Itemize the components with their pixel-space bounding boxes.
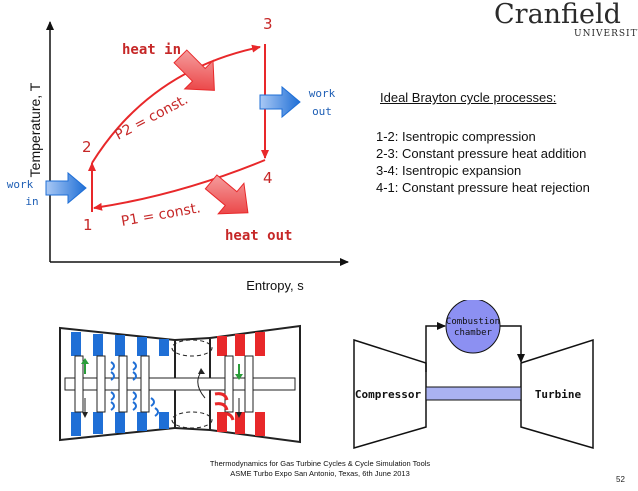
point-3-label: 3 xyxy=(263,15,273,33)
y-axis-label: Temperature, T xyxy=(27,82,43,177)
cranfield-logo-subtitle: UNIVERSITY xyxy=(574,29,638,39)
process-item: 1-2: Isentropic compression xyxy=(376,129,536,144)
work-in-arrow-icon xyxy=(45,171,87,205)
chamber-to-turbine-arrow xyxy=(500,325,525,363)
isobar-p1-label: P1 = const. xyxy=(120,200,202,230)
work-in-label-line1: work xyxy=(7,178,34,191)
turbine-flow-arrows xyxy=(235,364,243,418)
point-2-label: 2 xyxy=(82,138,92,156)
footer-line2: ASME Turbo Expo San Antonio, Texas, 6th … xyxy=(230,469,410,478)
cranfield-logo: Cranfield xyxy=(494,0,621,30)
work-out-arrow-icon xyxy=(259,85,301,119)
x-axis-label: Entropy, s xyxy=(246,278,304,293)
process-4-1-line xyxy=(93,159,266,211)
shaft-bar xyxy=(425,386,522,401)
turbine-shape xyxy=(520,338,594,449)
page-number: 52 xyxy=(616,475,625,484)
work-in-label-line2: in xyxy=(25,195,38,208)
process-2-3-line xyxy=(91,44,261,164)
heat-out-label: heat out xyxy=(225,228,292,244)
combustor-bottom xyxy=(171,411,213,429)
point-4-label: 4 xyxy=(263,169,273,187)
processes-list: 1-2: Isentropic compression 2-3: Constan… xyxy=(376,128,590,196)
heat-out-arrow-icon xyxy=(204,174,249,215)
compressor-shape xyxy=(353,338,427,449)
processes-title: Ideal Brayton cycle processes: xyxy=(380,90,557,105)
process-item: 2-3: Constant pressure heat addition xyxy=(376,146,587,161)
turbomachine-illustration xyxy=(59,324,301,444)
point-1-label: 1 xyxy=(83,216,93,234)
work-out-label-line1: work xyxy=(309,87,336,100)
compressor-blades xyxy=(71,332,169,436)
footer: Thermodynamics for Gas Turbine Cycles & … xyxy=(160,459,480,479)
heat-in-arrow-icon xyxy=(173,49,215,91)
combustion-chamber-label-line1: Combustion xyxy=(446,317,500,327)
combustion-chamber-label-line2: chamber xyxy=(454,328,493,338)
compressor-label: Compressor xyxy=(355,388,422,401)
work-out-label-line2: out xyxy=(312,105,332,118)
compressor-to-chamber-arrow xyxy=(425,322,446,372)
ts-diagram: Temperature, T Entropy, s 1 2 3 4 P2 = c… xyxy=(7,15,349,293)
combustor-top xyxy=(171,339,213,357)
turbine-casing xyxy=(209,324,301,444)
process-item: 4-1: Constant pressure heat rejection xyxy=(376,180,590,195)
process-item: 3-4: Isentropic expansion xyxy=(376,163,522,178)
compressor-flow-arrows xyxy=(81,358,89,418)
footer-line1: Thermodynamics for Gas Turbine Cycles & … xyxy=(209,459,431,468)
heat-in-label: heat in xyxy=(122,42,181,58)
engine-schematic: Combustion chamber Compressor Turbine xyxy=(353,300,594,449)
turbine-label: Turbine xyxy=(535,388,582,401)
turbine-blades xyxy=(214,332,265,436)
flow-curve-arrow xyxy=(197,371,206,399)
isobar-p2-label: P2 = const. xyxy=(112,92,190,144)
